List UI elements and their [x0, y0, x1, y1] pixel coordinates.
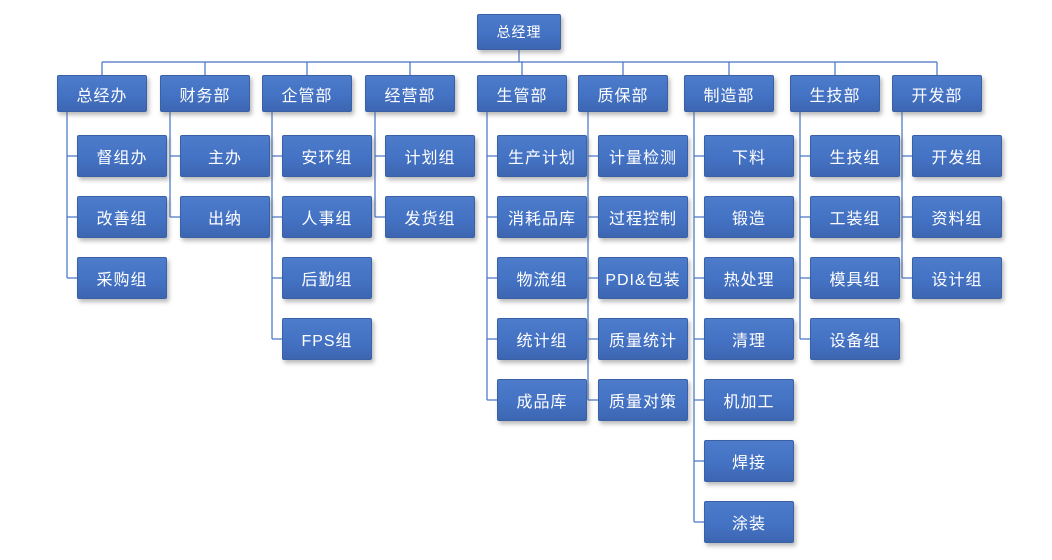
child-node-5-2: PDI&包装 — [598, 257, 688, 299]
child-node-7-3: 设备组 — [810, 318, 900, 360]
dept-node-6: 制造部 — [684, 75, 774, 112]
dept-node-3: 经营部 — [365, 75, 455, 112]
dept-node-4: 生管部 — [477, 75, 567, 112]
child-node-5-1: 过程控制 — [598, 196, 688, 238]
dept-node-1: 财务部 — [160, 75, 250, 112]
child-node-6-4: 机加工 — [704, 379, 794, 421]
child-node-5-4: 质量对策 — [598, 379, 688, 421]
child-node-5-3: 质量统计 — [598, 318, 688, 360]
dept-node-2: 企管部 — [262, 75, 352, 112]
child-node-1-1: 出纳 — [180, 196, 270, 238]
child-node-5-0: 计量检测 — [598, 135, 688, 177]
child-node-7-2: 模具组 — [810, 257, 900, 299]
root-node: 总经理 — [477, 14, 561, 50]
child-node-4-4: 成品库 — [497, 379, 587, 421]
child-node-6-6: 涂装 — [704, 501, 794, 543]
child-node-0-1: 改善组 — [77, 196, 167, 238]
child-node-6-0: 下料 — [704, 135, 794, 177]
child-node-2-2: 后勤组 — [282, 257, 372, 299]
child-node-8-0: 开发组 — [912, 135, 1002, 177]
child-node-6-1: 锻造 — [704, 196, 794, 238]
child-node-7-1: 工装组 — [810, 196, 900, 238]
dept-node-8: 开发部 — [892, 75, 982, 112]
child-node-8-1: 资料组 — [912, 196, 1002, 238]
dept-node-5: 质保部 — [578, 75, 668, 112]
child-node-2-1: 人事组 — [282, 196, 372, 238]
child-node-4-3: 统计组 — [497, 318, 587, 360]
child-node-2-3: FPS组 — [282, 318, 372, 360]
child-node-4-0: 生产计划 — [497, 135, 587, 177]
child-node-7-0: 生技组 — [810, 135, 900, 177]
child-node-8-2: 设计组 — [912, 257, 1002, 299]
child-node-0-0: 督组办 — [77, 135, 167, 177]
dept-node-0: 总经办 — [57, 75, 147, 112]
child-node-6-3: 清理 — [704, 318, 794, 360]
child-node-1-0: 主办 — [180, 135, 270, 177]
child-node-4-1: 消耗品库 — [497, 196, 587, 238]
child-node-4-2: 物流组 — [497, 257, 587, 299]
dept-node-7: 生技部 — [790, 75, 880, 112]
child-node-3-0: 计划组 — [385, 135, 475, 177]
child-node-2-0: 安环组 — [282, 135, 372, 177]
child-node-6-5: 焊接 — [704, 440, 794, 482]
child-node-3-1: 发货组 — [385, 196, 475, 238]
child-node-0-2: 采购组 — [77, 257, 167, 299]
child-node-6-2: 热处理 — [704, 257, 794, 299]
